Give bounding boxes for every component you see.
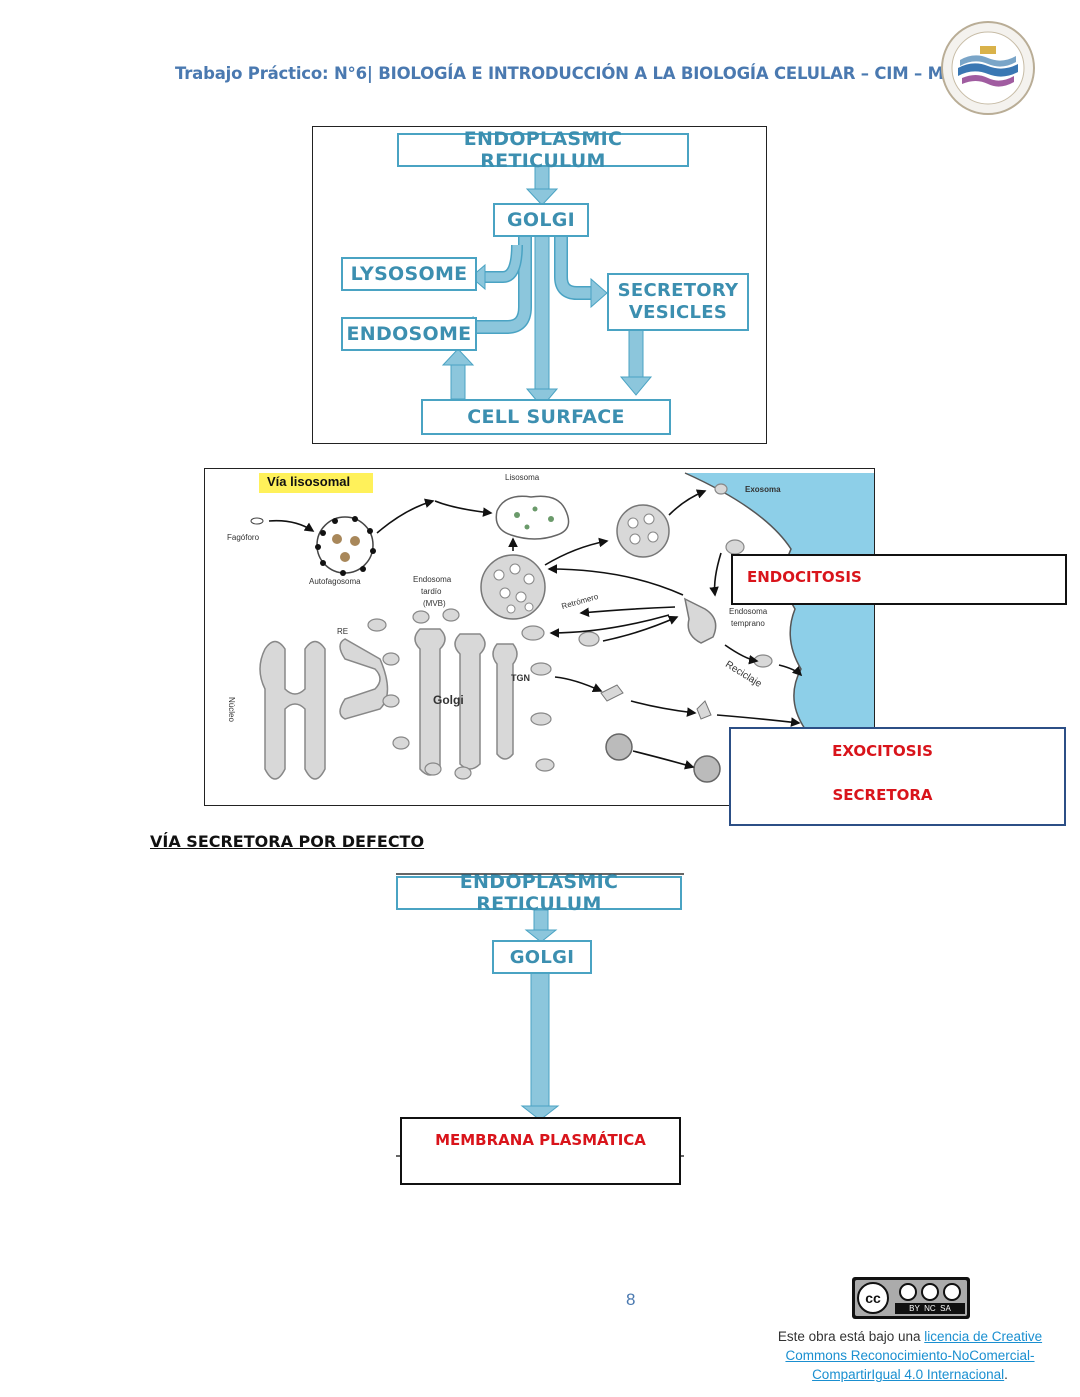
sa-icon: [943, 1283, 961, 1301]
er-box: ENDOPLASMIC RETICULUM: [397, 128, 689, 172]
golgi-box-default: GOLGI: [492, 940, 592, 974]
cc-badge-text: BY NC SA: [895, 1303, 965, 1314]
tgn-label: TGN: [511, 673, 530, 683]
golgi-box: GOLGI: [493, 203, 589, 237]
license-suffix: .: [1004, 1367, 1008, 1382]
via-lisosomal-label: Vía lisosomal: [267, 474, 351, 489]
membrana-plasmatica-label: MEMBRANA PLASMÁTICA: [435, 1131, 646, 1149]
er-golgi-pathway-diagram: ENDOPLASMIC RETICULUM GOLGI LYSOSOME END…: [312, 126, 767, 444]
exocitosis-label: EXOCITOSIS: [832, 742, 933, 760]
endocitosis-label-box: ENDOCITOSIS: [731, 554, 1067, 605]
license-link[interactable]: licencia de Creative Commons Reconocimie…: [785, 1329, 1043, 1382]
endosoma-tardio-label-1: Endosoma: [413, 575, 452, 584]
endosoma-tardio-label-2: tardío: [421, 587, 442, 596]
nc-icon: [921, 1283, 939, 1301]
secretory-vesicles-box: SECRETORY VESICLES: [607, 273, 749, 331]
autofagosoma-label: Autofagosoma: [309, 577, 361, 586]
by-icon: [899, 1283, 917, 1301]
section-title: VÍA SECRETORA POR DEFECTO: [150, 832, 425, 851]
default-secretory-pathway-diagram: ENDOPLASMIC RETICULUM GOLGI: [396, 871, 684, 1188]
license-text: Este obra está bajo una licencia de Crea…: [760, 1327, 1060, 1384]
nucleo-label: Núcleo: [226, 697, 236, 722]
endosome-box: ENDOSOME: [341, 317, 477, 351]
cell-trafficking-illustration: [250, 472, 874, 805]
cell-surface-box: CELL SURFACE: [421, 399, 671, 435]
cc-license-badge[interactable]: cc BY NC SA: [852, 1277, 970, 1319]
re-label: RE: [337, 627, 349, 636]
cc-icon: cc: [857, 1282, 889, 1314]
er-box-default: ENDOPLASMIC RETICULUM: [396, 871, 682, 915]
university-seal-logo: [941, 21, 1035, 115]
endosoma-temprano-label-1: Endosoma: [729, 607, 768, 616]
license-prefix: Este obra está bajo una: [777, 1329, 925, 1344]
exosoma-label: Exosoma: [745, 485, 781, 494]
via-lisosomal-highlight: [259, 473, 373, 493]
endosoma-temprano-label-2: temprano: [731, 619, 765, 628]
endocitosis-label: ENDOCITOSIS: [747, 568, 862, 586]
lisosoma-label: Lisosoma: [505, 473, 540, 482]
exocitosis-label-box: EXOCITOSIS SECRETORA: [729, 727, 1066, 826]
secretory-line-1: SECRETORY: [617, 280, 739, 301]
page-number: 8: [626, 1290, 636, 1309]
secretory-line-2: VESICLES: [628, 302, 728, 323]
endosoma-tardio-label-3: (MVB): [423, 599, 446, 608]
lysosome-box: LYSOSOME: [341, 257, 477, 291]
header-title: Trabajo Práctico: N°6| BIOLOGÍA E INTROD…: [175, 64, 1010, 83]
membrana-plasmatica-label-box: MEMBRANA PLASMÁTICA: [400, 1117, 681, 1185]
fagoforo-label: Fagóforo: [227, 533, 260, 542]
golgi-label: Golgi: [433, 693, 464, 707]
secretora-label: SECRETORA: [832, 786, 933, 804]
